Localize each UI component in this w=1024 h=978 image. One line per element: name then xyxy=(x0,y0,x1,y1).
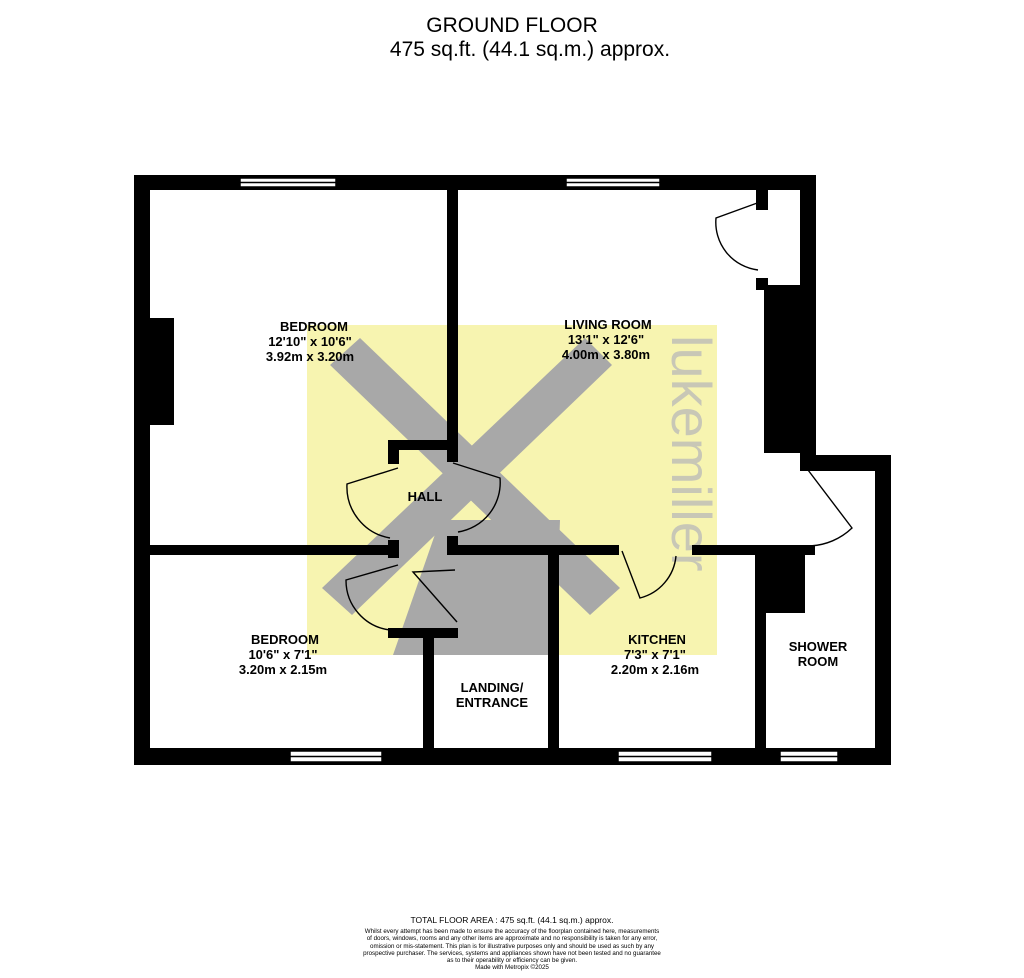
room-kitchen: KITCHEN 7'3" x 7'1" 2.20m x 2.16m xyxy=(611,632,699,677)
door-shower xyxy=(807,469,853,547)
door-living xyxy=(452,462,501,533)
room-dimensions-imperial: 10'6" x 7'1" xyxy=(248,647,317,662)
door-bedroom2 xyxy=(345,564,399,631)
door-cupboard xyxy=(715,201,761,271)
room-name: BEDROOM xyxy=(251,632,319,647)
room-living: LIVING ROOM 13'1" x 12'6" 4.00m x 3.80m xyxy=(562,317,652,362)
window-living-top xyxy=(565,177,661,188)
disclaimer-line: as to their operability or efficiency ca… xyxy=(446,957,578,965)
room-name: KITCHEN xyxy=(628,632,686,647)
room-hall: HALL xyxy=(408,489,443,504)
room-bedroom-2: BEDROOM 10'6" x 7'1" 3.20m x 2.15m xyxy=(239,632,327,677)
room-shower: SHOWER ROOM xyxy=(789,639,848,669)
room-dimensions-imperial: 13'1" x 12'6" xyxy=(568,332,644,347)
window-bedroom-bottom xyxy=(289,750,383,763)
doors xyxy=(345,201,853,631)
windows xyxy=(239,177,839,763)
disclaimer-line: of doors, windows, rooms and any other i… xyxy=(366,935,658,943)
window-bedroom-top xyxy=(239,177,337,188)
room-dimensions-metric: 3.92m x 3.20m xyxy=(266,349,354,364)
room-dimensions-imperial: 12'10" x 10'6" xyxy=(268,334,352,349)
plan-footer: TOTAL FLOOR AREA : 475 sq.ft. (44.1 sq.m… xyxy=(262,915,762,972)
room-name-line1: LANDING/ xyxy=(461,680,524,695)
room-dimensions-metric: 4.00m x 3.80m xyxy=(562,347,650,362)
floor-area: 475 sq.ft. (44.1 sq.m.) approx. xyxy=(389,38,671,61)
room-name: HALL xyxy=(408,489,443,504)
door-landing xyxy=(411,569,458,623)
room-name-line2: ROOM xyxy=(798,654,838,669)
room-bedroom-1: BEDROOM 12'10" x 10'6" 3.92m x 3.20m xyxy=(266,319,354,364)
disclaimer-line: omission or mis-statement. This plan is … xyxy=(370,942,654,950)
room-dimensions-metric: 3.20m x 2.15m xyxy=(239,662,327,677)
room-dimensions-metric: 2.20m x 2.16m xyxy=(611,662,699,677)
room-name-line1: SHOWER xyxy=(789,639,848,654)
disclaimer-line: prospective purchaser. The services, sys… xyxy=(363,949,661,957)
door-kitchen xyxy=(621,550,677,599)
floor-title: GROUND FLOOR xyxy=(426,14,598,37)
room-landing: LANDING/ ENTRANCE xyxy=(456,680,529,710)
disclaimer: Whilst every attempt has been made to en… xyxy=(262,928,762,972)
disclaimer-line: Whilst every attempt has been made to en… xyxy=(364,928,660,935)
room-dimensions-imperial: 7'3" x 7'1" xyxy=(624,647,686,662)
total-floor-area: TOTAL FLOOR AREA : 475 sq.ft. (44.1 sq.m… xyxy=(410,915,614,925)
room-name: BEDROOM xyxy=(280,319,348,334)
window-shower-bottom xyxy=(779,750,839,763)
door-bedroom1 xyxy=(346,467,399,539)
window-kitchen-bottom xyxy=(617,750,713,763)
disclaimer-line: Made with Metropix ©2025 xyxy=(475,964,549,972)
watermark: lukemiller xyxy=(307,325,723,655)
room-name: LIVING ROOM xyxy=(564,317,651,332)
watermark-brand: lukemiller xyxy=(660,335,723,572)
room-name-line2: ENTRANCE xyxy=(456,695,529,710)
